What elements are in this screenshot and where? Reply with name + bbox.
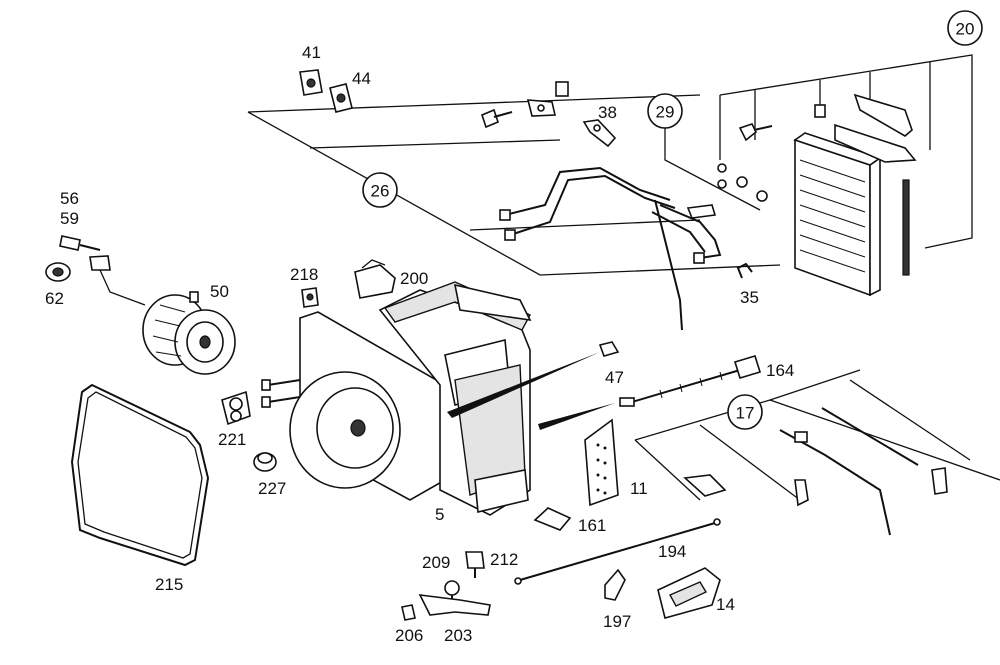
label-227: 227 — [258, 479, 286, 498]
svg-text:17: 17 — [736, 404, 755, 423]
cable-164 — [619, 355, 762, 407]
label-56: 56 — [60, 189, 79, 208]
label-206: 206 — [395, 626, 423, 645]
flap-11 — [584, 418, 619, 507]
callout-17[interactable]: 17 — [727, 394, 763, 430]
label-218: 218 — [290, 265, 318, 284]
part-47 — [598, 341, 620, 357]
arrow-164 — [538, 403, 615, 430]
label-161: 161 — [578, 516, 606, 535]
part-227 — [253, 452, 277, 472]
part-35 — [736, 262, 753, 279]
clip-part — [555, 81, 569, 97]
part-41 — [299, 69, 323, 96]
label-209: 209 — [422, 553, 450, 572]
label-35: 35 — [740, 288, 759, 307]
label-11: 11 — [630, 479, 648, 498]
part-161 — [533, 507, 572, 531]
label-59: 59 — [60, 209, 79, 228]
part-200 — [354, 259, 396, 299]
label-44: 44 — [352, 69, 371, 88]
label-164: 164 — [766, 361, 794, 380]
bracket-14 — [657, 567, 721, 619]
label-62: 62 — [45, 289, 64, 308]
connector-56-59 — [59, 235, 146, 306]
rod-194 — [519, 522, 716, 581]
heater-housing — [261, 281, 532, 516]
part-197 — [604, 568, 626, 601]
label-194: 194 — [658, 542, 686, 561]
svg-text:26: 26 — [371, 182, 390, 201]
label-14: 14 — [716, 595, 735, 614]
callout-29[interactable]: 26 — [362, 172, 398, 208]
part-44 — [329, 83, 353, 113]
svg-text:29: 29 — [656, 103, 675, 122]
group-20-panel — [719, 54, 973, 249]
label-5: 5 — [435, 505, 444, 524]
label-200: 200 — [400, 269, 428, 288]
label-215: 215 — [155, 575, 183, 594]
label-50: 50 — [210, 282, 229, 301]
callout-20[interactable]: 20 — [947, 10, 983, 46]
label-212: 212 — [490, 550, 518, 569]
callout-26[interactable]: 29 — [647, 93, 683, 129]
heater-core — [717, 93, 917, 297]
bracket-203 — [418, 594, 491, 616]
label-47: 47 — [605, 368, 624, 387]
washer-part — [526, 99, 556, 117]
svg-text:20: 20 — [956, 20, 975, 39]
group-17-panel — [634, 369, 1000, 501]
part-218 — [301, 287, 319, 308]
part-38 — [582, 119, 617, 148]
bolt-part — [481, 108, 513, 129]
label-38: 38 — [598, 103, 617, 122]
label-41: 41 — [302, 43, 321, 62]
arrow-47 — [447, 352, 600, 418]
heater-pipes — [499, 166, 722, 331]
part-209 — [465, 551, 485, 578]
part-62 — [45, 262, 71, 282]
label-197: 197 — [603, 612, 631, 631]
group-17-parts — [683, 407, 948, 536]
part-221 — [221, 390, 251, 426]
part-206 — [401, 604, 416, 621]
blower-motor — [142, 291, 236, 375]
label-203: 203 — [444, 626, 472, 645]
label-221: 221 — [218, 430, 246, 449]
group-29-panel — [247, 94, 781, 276]
seal-215 — [70, 383, 210, 567]
